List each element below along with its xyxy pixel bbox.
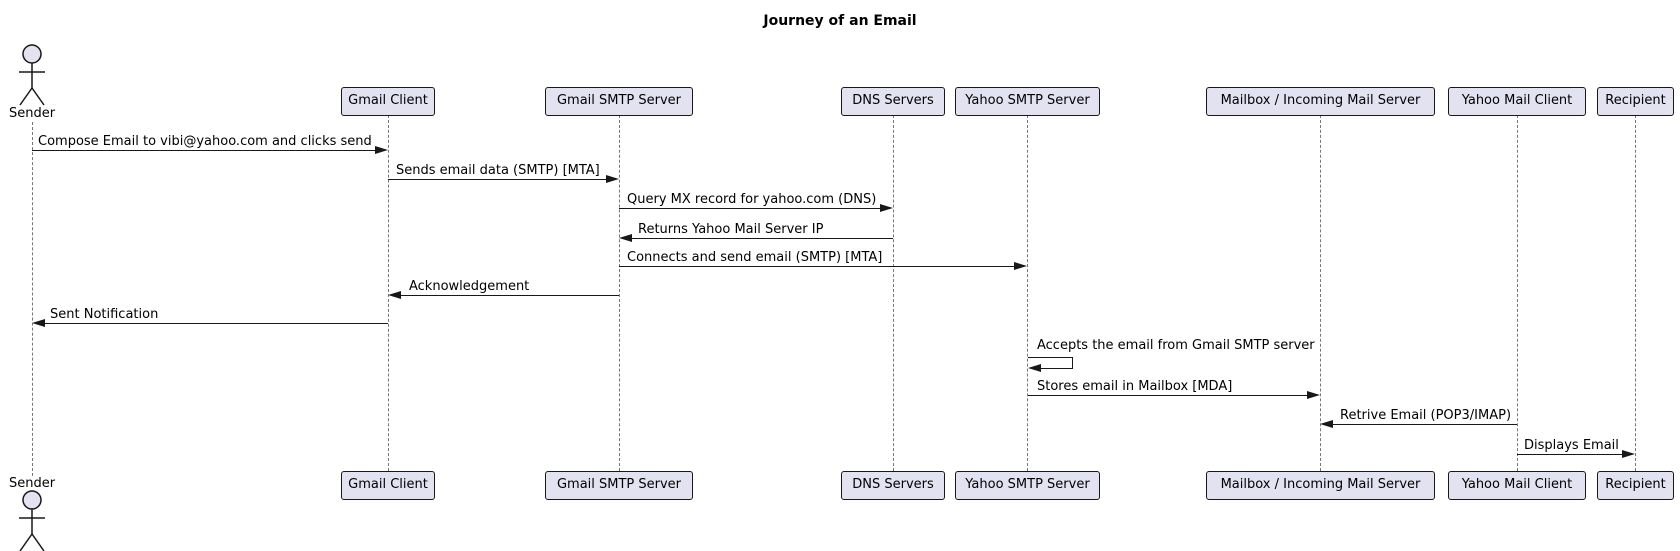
- lifeline-mailbox-incoming-mail-server: [1320, 115, 1321, 471]
- participant-box-gmail-smtp-server-top: Gmail SMTP Server: [545, 87, 693, 116]
- message-line: [632, 238, 893, 239]
- participant-label-sender-top: Sender: [8, 106, 56, 121]
- message-line: [619, 208, 880, 209]
- participant-box-gmail-client-bottom: Gmail Client: [341, 471, 435, 500]
- arrowhead-right-icon: [1307, 391, 1320, 399]
- message-label-acknowledgement: Acknowledgement: [409, 279, 530, 294]
- arrowhead-right-icon: [606, 175, 619, 183]
- lifeline-dns-servers: [893, 115, 894, 471]
- message-label-accepts-email: Accepts the email from Gmail SMTP server: [1037, 338, 1315, 353]
- arrowhead-left-icon: [1320, 420, 1333, 428]
- message-line: [1517, 454, 1622, 455]
- lifeline-recipient: [1635, 115, 1636, 471]
- lifeline-gmail-smtp-server: [619, 115, 620, 471]
- participant-box-gmail-smtp-server-bottom: Gmail SMTP Server: [545, 471, 693, 500]
- participant-box-yahoo-smtp-server-bottom: Yahoo SMTP Server: [955, 471, 1100, 500]
- participant-box-mailbox-incoming-mail-server-top: Mailbox / Incoming Mail Server: [1206, 87, 1435, 116]
- arrowhead-left-icon: [1028, 364, 1041, 372]
- message-line: [1333, 424, 1517, 425]
- message-label-compose-email: Compose Email to vibi@yahoo.com and clic…: [38, 134, 372, 149]
- participant-box-yahoo-smtp-server-top: Yahoo SMTP Server: [955, 87, 1100, 116]
- self-message-line-top: [1028, 357, 1073, 358]
- message-label-connects-send: Connects and send email (SMTP) [MTA]: [627, 250, 883, 265]
- arrowhead-right-icon: [1014, 262, 1027, 270]
- arrowhead-right-icon: [880, 204, 893, 212]
- message-label-sent-notification: Sent Notification: [50, 307, 159, 322]
- self-message-line-side: [1072, 357, 1073, 369]
- message-label-sends-email-data: Sends email data (SMTP) [MTA]: [396, 163, 600, 178]
- participant-label-sender-bottom: Sender: [8, 476, 56, 491]
- participant-box-recipient-bottom: Recipient: [1597, 471, 1674, 500]
- message-line: [401, 295, 619, 296]
- message-line: [32, 150, 375, 151]
- diagram-title: Journey of an Email: [763, 13, 917, 29]
- message-label-query-mx: Query MX record for yahoo.com (DNS): [627, 192, 877, 207]
- actor-sender-top-icon: [19, 44, 45, 106]
- arrowhead-left-icon: [32, 319, 45, 327]
- lifeline-yahoo-smtp-server: [1027, 115, 1028, 471]
- lifeline-yahoo-mail-client: [1517, 115, 1518, 471]
- message-label-returns-ip: Returns Yahoo Mail Server IP: [638, 222, 824, 237]
- message-line: [45, 323, 388, 324]
- participant-box-gmail-client-top: Gmail Client: [341, 87, 435, 116]
- message-label-retrieve-email: Retrive Email (POP3/IMAP): [1340, 408, 1512, 423]
- self-message-line-bottom: [1041, 368, 1072, 369]
- lifeline-sender: [32, 122, 33, 476]
- message-line: [619, 266, 1014, 267]
- arrowhead-left-icon: [619, 234, 632, 242]
- message-line: [388, 179, 606, 180]
- actor-sender-bottom-icon: [19, 490, 45, 551]
- participant-box-yahoo-mail-client-top: Yahoo Mail Client: [1448, 87, 1586, 116]
- participant-box-mailbox-incoming-mail-server-bottom: Mailbox / Incoming Mail Server: [1206, 471, 1435, 500]
- participant-box-dns-servers-top: DNS Servers: [841, 87, 945, 116]
- message-line: [1028, 395, 1307, 396]
- participant-box-dns-servers-bottom: DNS Servers: [841, 471, 945, 500]
- participant-box-yahoo-mail-client-bottom: Yahoo Mail Client: [1448, 471, 1586, 500]
- arrowhead-left-icon: [388, 291, 401, 299]
- message-label-stores-email: Stores email in Mailbox [MDA]: [1037, 379, 1233, 394]
- arrowhead-right-icon: [375, 146, 388, 154]
- participant-box-recipient-top: Recipient: [1597, 87, 1674, 116]
- message-label-displays-email: Displays Email: [1524, 438, 1619, 453]
- arrowhead-right-icon: [1622, 450, 1635, 458]
